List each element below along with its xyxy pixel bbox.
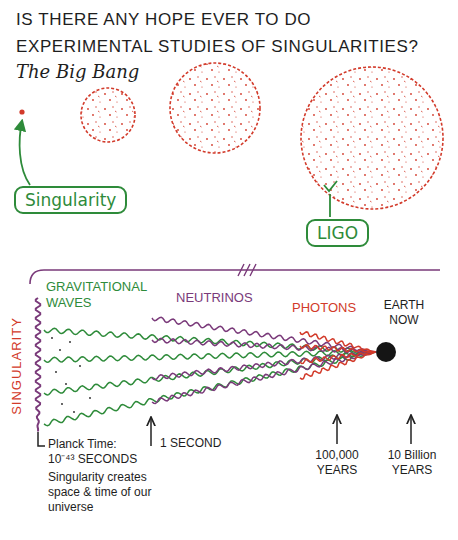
leader-arrow (20, 121, 30, 185)
time-label: 100,000 YEARS (304, 448, 370, 478)
universe-circle (170, 63, 260, 153)
speckle (73, 411, 75, 413)
wave-label: PHOTONS (292, 300, 372, 316)
callout-text: Singularity (25, 190, 116, 210)
axis-label: SINGULARITY (9, 317, 25, 415)
time-label: 1 SECOND (160, 436, 260, 451)
speckle (89, 397, 91, 399)
callout-box: Singularity (14, 186, 127, 214)
wave-label: GRAVITATIONAL WAVES (46, 279, 186, 311)
wave (152, 317, 376, 352)
wave (152, 352, 376, 404)
time-arrow (336, 416, 338, 444)
title: IS THERE ANY HOPE EVER TO DO EXPERIMENTA… (16, 6, 444, 60)
speckle (55, 371, 57, 373)
heading-label: The Big Bang (16, 60, 216, 83)
callout-box: LIGO (306, 219, 369, 247)
wave (300, 332, 375, 352)
wave-label: NEUTRINOS (176, 290, 286, 306)
note-label: Singularity creates space & time of our … (48, 470, 158, 515)
wave (300, 345, 375, 352)
speckle (51, 337, 53, 339)
singularity-dot (19, 109, 24, 114)
wave (300, 352, 376, 364)
ligo-mark (324, 181, 337, 191)
wave (36, 298, 40, 432)
wave (44, 328, 375, 352)
universe-circle (301, 67, 443, 209)
bracket (38, 432, 45, 446)
leader-line (329, 194, 331, 217)
time-arrow (410, 416, 412, 444)
wave (44, 352, 375, 426)
break-mark (238, 264, 256, 276)
speckle (79, 365, 81, 367)
time-arrow (150, 418, 152, 446)
speckle (59, 349, 61, 351)
time-label: 10 Billion YEARS (376, 448, 448, 478)
universe-circle (81, 88, 135, 142)
speckle (61, 403, 63, 405)
earth (376, 342, 396, 362)
time-label: Planck Time: 10⁻⁴³ SECONDS (48, 437, 146, 467)
earth-label: EARTH NOW (376, 298, 432, 328)
speckle (69, 341, 71, 343)
speckle (65, 383, 67, 385)
callout-text: LIGO (317, 223, 358, 243)
wave (300, 352, 375, 379)
